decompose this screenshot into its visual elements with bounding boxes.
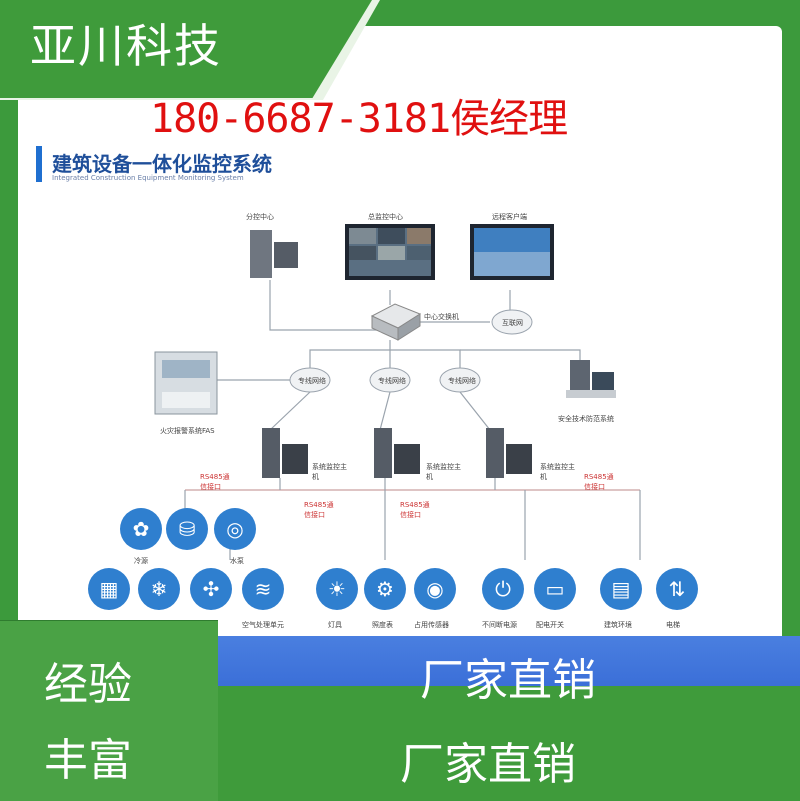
pump-icon: ◎	[214, 508, 256, 550]
label-internet: 互联网	[502, 319, 523, 327]
label-host-b: 系统监控主机	[426, 463, 461, 481]
label-security: 安全技术防范系统	[558, 415, 614, 423]
fire-console-icon	[154, 351, 218, 415]
left-slogan-line-2: 丰富	[44, 735, 132, 786]
icon-label-top-0: 冷源	[134, 557, 148, 565]
icon-label-environment: 建筑环境	[604, 621, 632, 629]
tank-icon: ⛁	[166, 508, 208, 550]
internet-cloud-icon	[491, 309, 533, 335]
bus-label-2: RS485通信接口	[304, 501, 334, 519]
meter-icon: ▭	[534, 568, 576, 610]
label-core-switch: 中心交换机	[424, 313, 459, 321]
left-slogan-line-1: 经验	[44, 659, 132, 710]
bus-label-4: RS485通信接口	[584, 473, 614, 491]
brand-corner	[0, 0, 372, 98]
bus-label-3: RS485通信接口	[400, 501, 430, 519]
diagram-subtitle: Integrated Construction Equipment Monito…	[52, 174, 244, 182]
label-cloud-c: 专线网络	[448, 377, 476, 385]
icon-label-air: 空气处理单元	[242, 621, 284, 629]
title-accent	[36, 146, 42, 182]
diagram-title: 建筑设备一体化监控系统	[52, 152, 272, 176]
icon-label-elevator: 电梯	[666, 621, 680, 629]
bus-label-1: RS485通信接口	[200, 473, 230, 491]
banner-slogan: 厂家直销	[420, 655, 596, 706]
switch-icon	[370, 303, 422, 341]
monitor-icon: ▤	[600, 568, 642, 610]
icon-label-top-2: 水泵	[230, 557, 244, 565]
brand-name: 亚川科技	[30, 19, 222, 73]
signal-icon: ◉	[414, 568, 456, 610]
label-remote-client: 远程客户端	[492, 213, 527, 221]
icon-label-lux: 照度表	[372, 621, 393, 629]
bulb-icon: ☀	[316, 568, 358, 610]
icon-label-lamp: 灯具	[328, 621, 342, 629]
branch-computer-icon	[250, 230, 298, 278]
label-host-a: 系统监控主机	[312, 463, 347, 481]
fan-icon: ✿	[120, 508, 162, 550]
fan-blade-icon: ✣	[190, 568, 232, 610]
wind-icon: ≋	[242, 568, 284, 610]
icon-label-switchgear: 配电开关	[536, 621, 564, 629]
video-wall-icon	[345, 224, 435, 280]
security-station-icon	[566, 360, 616, 398]
icon-label-occupancy: 占用传感器	[414, 621, 449, 629]
label-host-c: 系统监控主机	[540, 463, 575, 481]
label-cloud-a: 专线网络	[298, 377, 326, 385]
label-fire-alarm: 火灾报警系统FAS	[160, 427, 215, 435]
label-main-center: 总监控中心	[368, 213, 403, 221]
host-icons	[262, 428, 532, 478]
left-slogan-box	[0, 620, 218, 801]
promo-banner	[218, 636, 800, 686]
contact-phone: 180-6687-3181侯经理	[150, 96, 568, 142]
building-icon: ▦	[88, 568, 130, 610]
power-icon: ⏻	[482, 568, 524, 610]
remote-screen-icon	[470, 224, 554, 280]
icon-label-ups: 不间断电源	[482, 621, 517, 629]
elevator-icon: ⇅	[656, 568, 698, 610]
bottom-slogan: 厂家直销	[400, 739, 576, 790]
label-cloud-b: 专线网络	[378, 377, 406, 385]
snowflake-icon: ❄	[138, 568, 180, 610]
gear-shield-icon: ⚙	[364, 568, 406, 610]
label-branch-center: 分控中心	[246, 213, 274, 221]
